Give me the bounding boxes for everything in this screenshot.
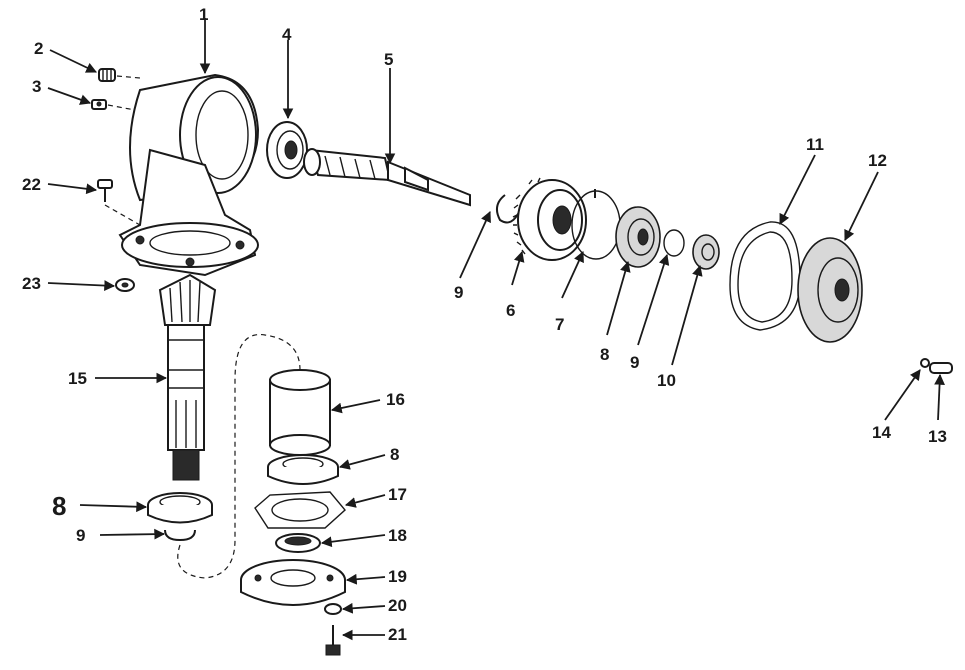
callout-23: 23	[22, 274, 41, 293]
callout-4: 4	[282, 25, 292, 44]
callout-8-upper: 8	[600, 345, 609, 364]
pin-part-13	[929, 362, 953, 374]
pinion-shaft-part-15	[158, 273, 217, 481]
shaft-part-5	[303, 148, 471, 207]
callout-21: 21	[388, 625, 407, 644]
cover-part-12	[797, 237, 863, 343]
snap-ring-part-9-middle	[663, 229, 685, 257]
plug-part-2	[98, 68, 116, 82]
bearing-part-4	[266, 121, 308, 179]
callout-22: 22	[22, 175, 41, 194]
bearing-part-8-right	[267, 454, 339, 485]
callout-3: 3	[32, 77, 41, 96]
bevel-gear-part-6	[512, 177, 587, 261]
bolt-part-22	[97, 179, 113, 202]
leader-lines	[47, 18, 945, 641]
callout-16: 16	[386, 390, 405, 409]
gearbox-housing	[118, 73, 260, 277]
snap-ring-part-9	[495, 194, 521, 224]
callout-7: 7	[555, 315, 564, 334]
nut-part-20	[324, 603, 342, 615]
snap-ring-part-9-lower	[164, 529, 196, 542]
callout-1: 1	[199, 5, 208, 24]
callout-19: 19	[388, 567, 407, 586]
callout-9-lower: 9	[76, 526, 85, 545]
callout-13: 13	[928, 427, 947, 446]
fitting-part-3	[91, 99, 107, 110]
callout-6: 6	[506, 301, 515, 320]
callout-10: 10	[657, 371, 676, 390]
callout-14: 14	[872, 423, 891, 442]
callout-2: 2	[34, 39, 43, 58]
callout-17: 17	[388, 485, 407, 504]
gasket-part-11	[729, 221, 801, 331]
callout-8-right: 8	[390, 445, 399, 464]
seal-part-18	[275, 533, 321, 553]
gasket-part-17	[254, 491, 346, 529]
callout-labels: 1 2 3 4 5 6 7 8 8 8 9 9 9 10 11 12 13 14…	[22, 5, 947, 644]
callout-8-left: 8	[52, 491, 66, 521]
callout-20: 20	[388, 596, 407, 615]
bolt-part-21	[325, 625, 341, 656]
flange-part-19	[240, 559, 346, 606]
callout-18: 18	[388, 526, 407, 545]
callout-12: 12	[868, 151, 887, 170]
callout-11: 11	[806, 135, 824, 154]
sleeve-part-16	[269, 369, 331, 456]
callout-9-middle: 9	[630, 353, 639, 372]
callout-5: 5	[384, 50, 393, 69]
bearing-part-8-lower	[147, 492, 213, 524]
bearing-part-8	[615, 206, 661, 268]
clip-part-14	[920, 358, 930, 368]
callout-9-upper: 9	[454, 283, 463, 302]
nut-part-10	[692, 234, 720, 270]
callout-15: 15	[68, 369, 87, 388]
